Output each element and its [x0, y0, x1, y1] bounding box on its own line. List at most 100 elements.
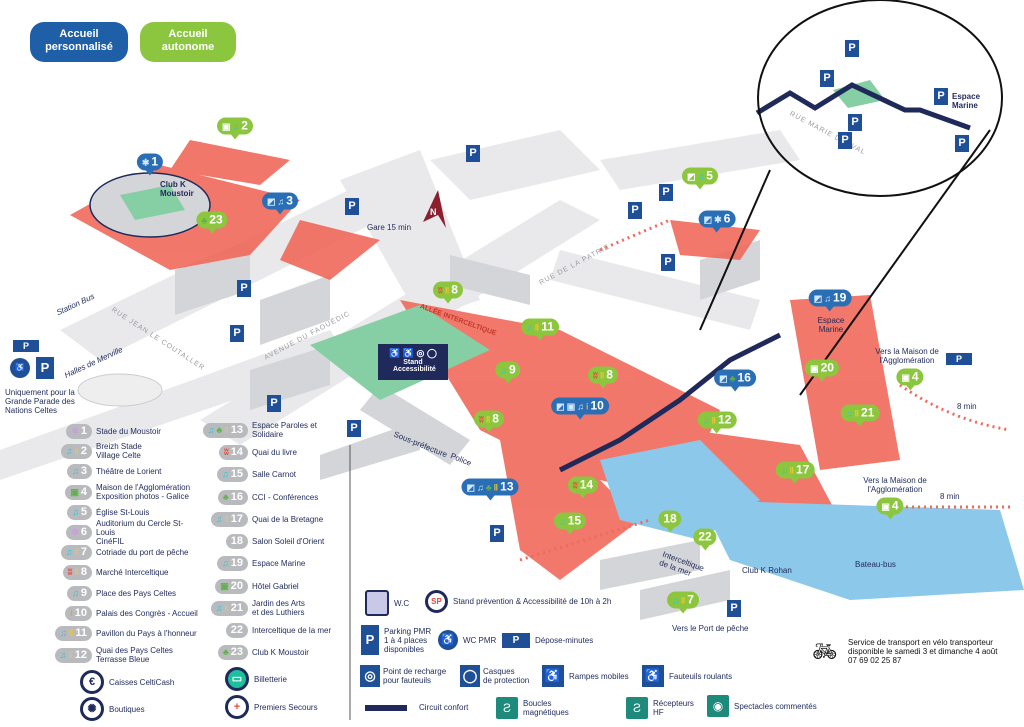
stand-accessibilite[interactable]: ♿ ♿ ◎ ◯ Stand Accessibilité [378, 344, 448, 380]
venue-pin-18[interactable]: 18 [658, 510, 682, 533]
market-icon: ʬ [438, 285, 443, 296]
music-icon: ♫ [558, 516, 566, 527]
legend-casques: ◯ Casques de protection [460, 665, 529, 687]
food-icon: ǁ [789, 465, 794, 476]
cinema-icon: ✱ [714, 214, 722, 225]
venue-pin-4[interactable]: ▣4 [876, 497, 904, 520]
label-8min-1: 8 min [957, 402, 977, 411]
venue-badge: 22 [225, 622, 248, 638]
market-icon: ʬ [67, 566, 73, 577]
photo-icon: ▣ [901, 372, 910, 383]
photo-icon: ▣ [810, 363, 819, 374]
pin-number: 15 [567, 513, 582, 528]
venue-pin-4[interactable]: ▣4 [896, 368, 924, 391]
venue-pin-19[interactable]: ◩♫19 [808, 289, 852, 312]
wc-cube-icon [365, 590, 389, 616]
pin-number: 18 [663, 511, 677, 526]
venue-pin-5[interactable]: ◩♫5 [682, 167, 718, 190]
venue-pin-22[interactable]: 22 [693, 528, 717, 551]
legend-rampes: ♿ Rampes mobiles [542, 665, 629, 687]
velo-label: Service de transport en vélo transporteu… [848, 638, 998, 665]
venue-pin-2[interactable]: ▣♫2 [217, 117, 253, 140]
hf-icon: ◩ [687, 171, 696, 182]
pin-number: 19 [832, 290, 847, 305]
venue-pin-16[interactable]: ◩♣16 [714, 369, 756, 392]
venue-pin-1[interactable]: ✱1 [136, 153, 164, 176]
tree-icon: ♣ [485, 482, 492, 493]
music-icon: ♫ [65, 546, 73, 557]
euro-icon: € [80, 670, 104, 694]
venue-label: Marché Interceltique [96, 567, 169, 577]
recharge-label: Point de recharge pour fauteuils [383, 667, 447, 685]
music-icon: ♫ [222, 557, 229, 568]
venue-pin-3[interactable]: ◩♫3 [262, 192, 298, 215]
wc-pmr-icon: ♿ [438, 630, 458, 650]
pin-number: 4 [891, 498, 899, 513]
parking-pmr-icon: P [845, 40, 859, 57]
accueil-autonome-button[interactable]: Accueil autonome [140, 22, 236, 62]
food-icon: ǁ [854, 408, 859, 419]
label-vers-maison-2: Vers la Maison de l'Agglomération [863, 476, 927, 494]
label-vers-maison-1: Vers la Maison de l'Agglomération [875, 347, 939, 365]
pin-number: 9 [509, 362, 516, 377]
venue-label: Salon Soleil d'Orient [252, 536, 325, 546]
stadium [89, 172, 211, 238]
food-icon: ǁ [493, 482, 499, 493]
music-icon: ♫ [222, 468, 229, 479]
venue-pin-20[interactable]: ▣20 [805, 359, 839, 382]
food-icon: ǁ [534, 322, 540, 333]
fauteuils-label: Fauteuils roulants [669, 671, 733, 681]
cinema-icon: ✱ [71, 526, 79, 537]
venue-badge: ▣20 [215, 578, 248, 594]
venue-label: Église St-Louis [96, 507, 150, 517]
venue-label: Palais des Congrès - Accueil [96, 608, 198, 618]
venue-badge-slot: ♫3 [44, 463, 92, 479]
legend-recharge: ◎ Point de recharge pour fauteuils [360, 665, 446, 687]
wc-label: W.C [394, 598, 410, 608]
accueil-personnalise-button[interactable]: Accueil personnalisé [30, 22, 128, 62]
venue-pin-23[interactable]: ♣23 [196, 211, 228, 234]
venue-badge: ♫19 [217, 555, 248, 571]
venue-pin-15[interactable]: ♫15 [553, 512, 587, 535]
photo-icon: ▣ [222, 121, 231, 132]
music-icon: ♫ [697, 171, 705, 182]
food-icon: ǁ [599, 370, 605, 381]
food-icon: ǁ [444, 285, 450, 296]
label-vers-port: Vers le Port de pêche [672, 624, 749, 633]
recepteurs-label: Récepteurs HF [653, 699, 694, 717]
label-espace-marine: Espace Marine [817, 316, 845, 334]
venue-badge: ♫15 [217, 466, 248, 482]
venue-label: Place des Pays Celtes [96, 588, 177, 598]
venue-pin-6[interactable]: ◩✱6 [698, 210, 736, 233]
venue-pin-9[interactable]: ♫9 [495, 361, 521, 384]
circuit-label: Circuit confort [419, 703, 469, 712]
food-icon: ǁ [224, 602, 229, 613]
hf-icon: ◩ [813, 293, 823, 304]
venue-badge: ♫3 [67, 463, 92, 479]
parking-pmr-icon: P [955, 135, 969, 152]
legend-velo: 🚲︎ Service de transport en vélo transpor… [812, 638, 997, 665]
music-icon: ♫ [65, 445, 73, 456]
venue-badge-slot: ♣23 [198, 644, 248, 660]
